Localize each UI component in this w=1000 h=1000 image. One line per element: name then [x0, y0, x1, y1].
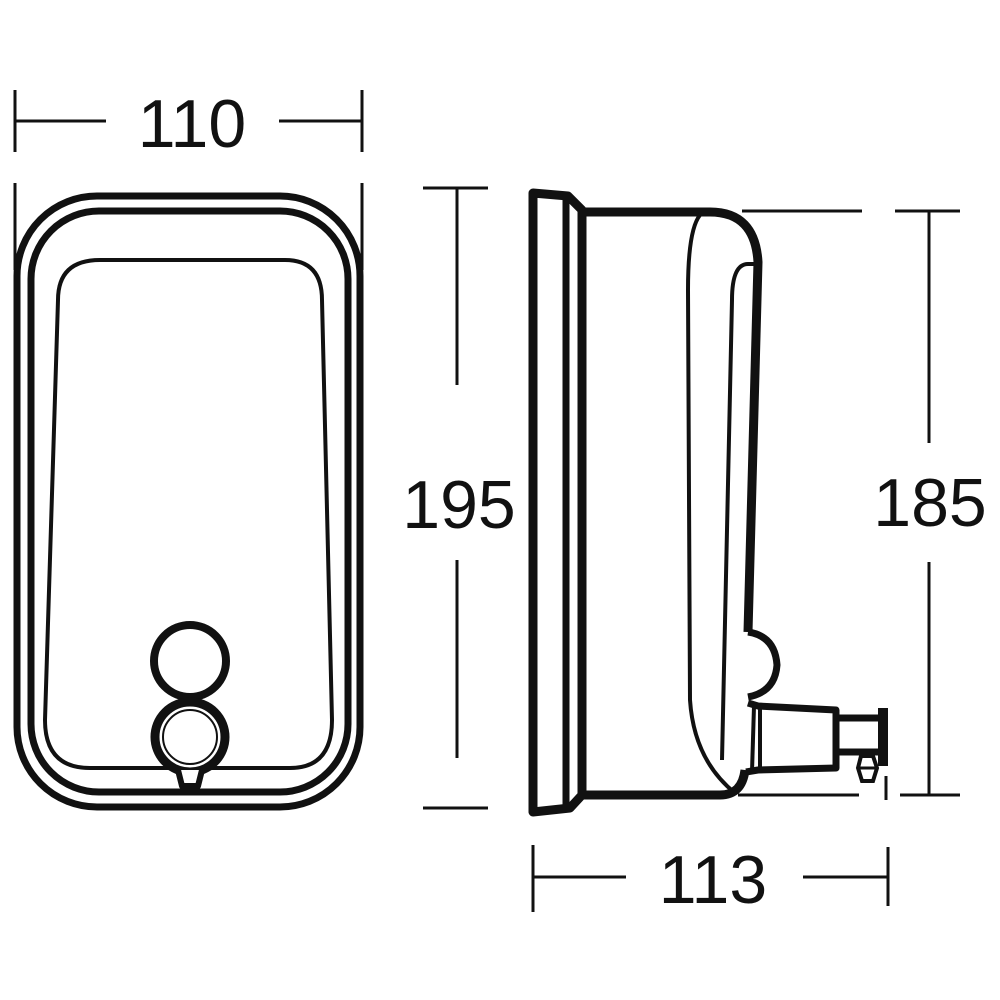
- side-view: [528, 188, 888, 817]
- push-button-icon: [150, 697, 230, 777]
- nozzle-cap: [878, 708, 888, 766]
- dimension-label-width: 110: [138, 86, 246, 162]
- dispenser-body: [582, 207, 763, 633]
- front-outer-frame: [13, 192, 364, 811]
- front-inner-frame: [27, 207, 352, 796]
- push-button-bulge: [747, 628, 781, 701]
- front-view: 110: [13, 86, 364, 811]
- dimension-label-height-185: 185: [873, 465, 986, 541]
- dimension-label-height-195: 195: [402, 467, 515, 543]
- upper-button-ring: [150, 621, 230, 701]
- inner-cover-line: [720, 262, 757, 761]
- nozzle-tip-icon: [175, 769, 205, 789]
- front-cover-curve: [686, 213, 737, 795]
- dimension-height-185: 185: [873, 209, 987, 797]
- front-window-panel: [43, 258, 334, 770]
- dimension-label-depth: 113: [659, 842, 767, 918]
- dimension-width-110: 110: [13, 86, 364, 270]
- nozzle-stem: [836, 714, 880, 756]
- wall-plate: [528, 188, 587, 817]
- push-button-inner-ring: [162, 709, 218, 765]
- pump-housing: [745, 699, 840, 776]
- dimension-height-195: 195: [402, 186, 516, 810]
- dimension-depth-113: 113: [531, 842, 890, 918]
